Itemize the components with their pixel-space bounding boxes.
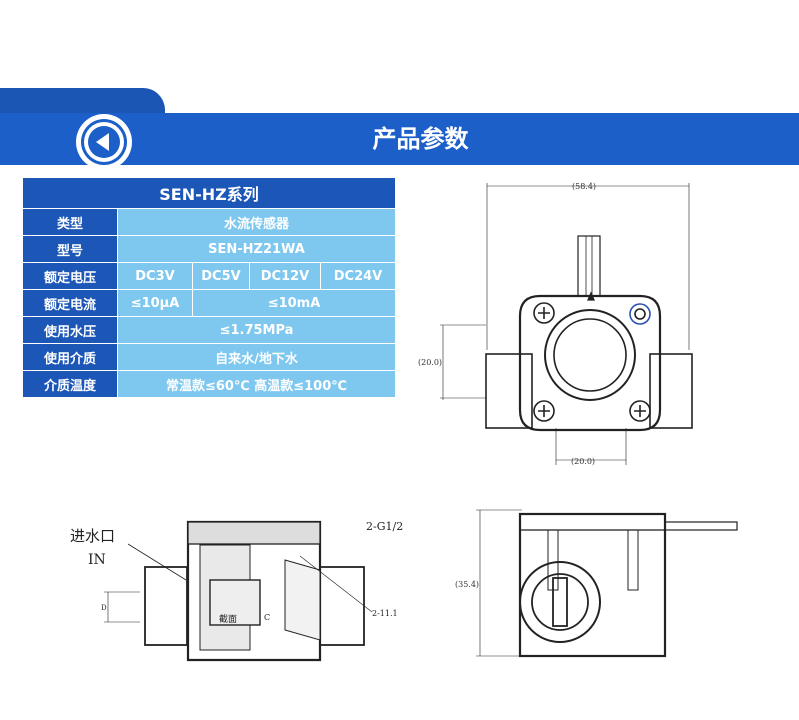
table-header: SEN-HZ系列 [22,177,396,209]
row-value: DC3V [117,262,193,290]
row-label: 额定电压 [22,262,118,290]
row-label: 类型 [22,208,118,236]
row-label: 使用水压 [22,316,118,344]
table-row: 使用介质 自来水/地下水 [22,343,396,371]
back-button[interactable] [76,114,132,170]
dim-d-label: D [101,604,107,612]
row-label: 介质温度 [22,370,118,398]
row-label: 型号 [22,235,118,263]
row-value: 水流传感器 [117,208,396,236]
inlet-label-cn: 进水口 [70,527,115,545]
c-label: C [264,613,270,622]
top-view-drawing [440,183,693,465]
dim-top-bottom: (20.0) [571,457,595,466]
table-row: 使用水压 ≤1.75MPa [22,316,396,344]
side-view-drawing [476,509,738,658]
table-row: 额定电压 DC3V DC5V DC12V DC24V [22,262,396,290]
row-value: ≤10μA [117,289,193,317]
page-title: 产品参数 [372,125,469,153]
section-label: 截面 [219,613,237,625]
dim-side-height: (35.4) [455,580,479,589]
dim-top-width: (58.4) [572,182,596,191]
row-label: 额定电流 [22,289,118,317]
row-label: 使用介质 [22,343,118,371]
spec-table: SEN-HZ系列 类型 水流传感器 型号 SEN-HZ21WA 额定电压 DC3… [22,177,396,398]
dim-label: 2-11.1 [372,609,398,618]
row-value: DC12V [249,262,321,290]
table-row: 介质温度 常温款≤60℃ 高温款≤100℃ [22,370,396,398]
table-row: 型号 SEN-HZ21WA [22,235,396,263]
table-row: 类型 水流传感器 [22,208,396,236]
row-value: 常温款≤60℃ 高温款≤100℃ [117,370,396,398]
title-banner [0,113,799,165]
inlet-label-en: IN [88,552,106,568]
back-arrow-icon [96,133,109,151]
thread-label: 2-G1/2 [366,520,403,533]
row-value: DC24V [320,262,396,290]
dim-top-height: (20.0) [418,358,442,367]
row-value: SEN-HZ21WA [117,235,396,263]
row-value: ≤1.75MPa [117,316,396,344]
row-value: 自来水/地下水 [117,343,396,371]
section-view-drawing [104,520,373,662]
